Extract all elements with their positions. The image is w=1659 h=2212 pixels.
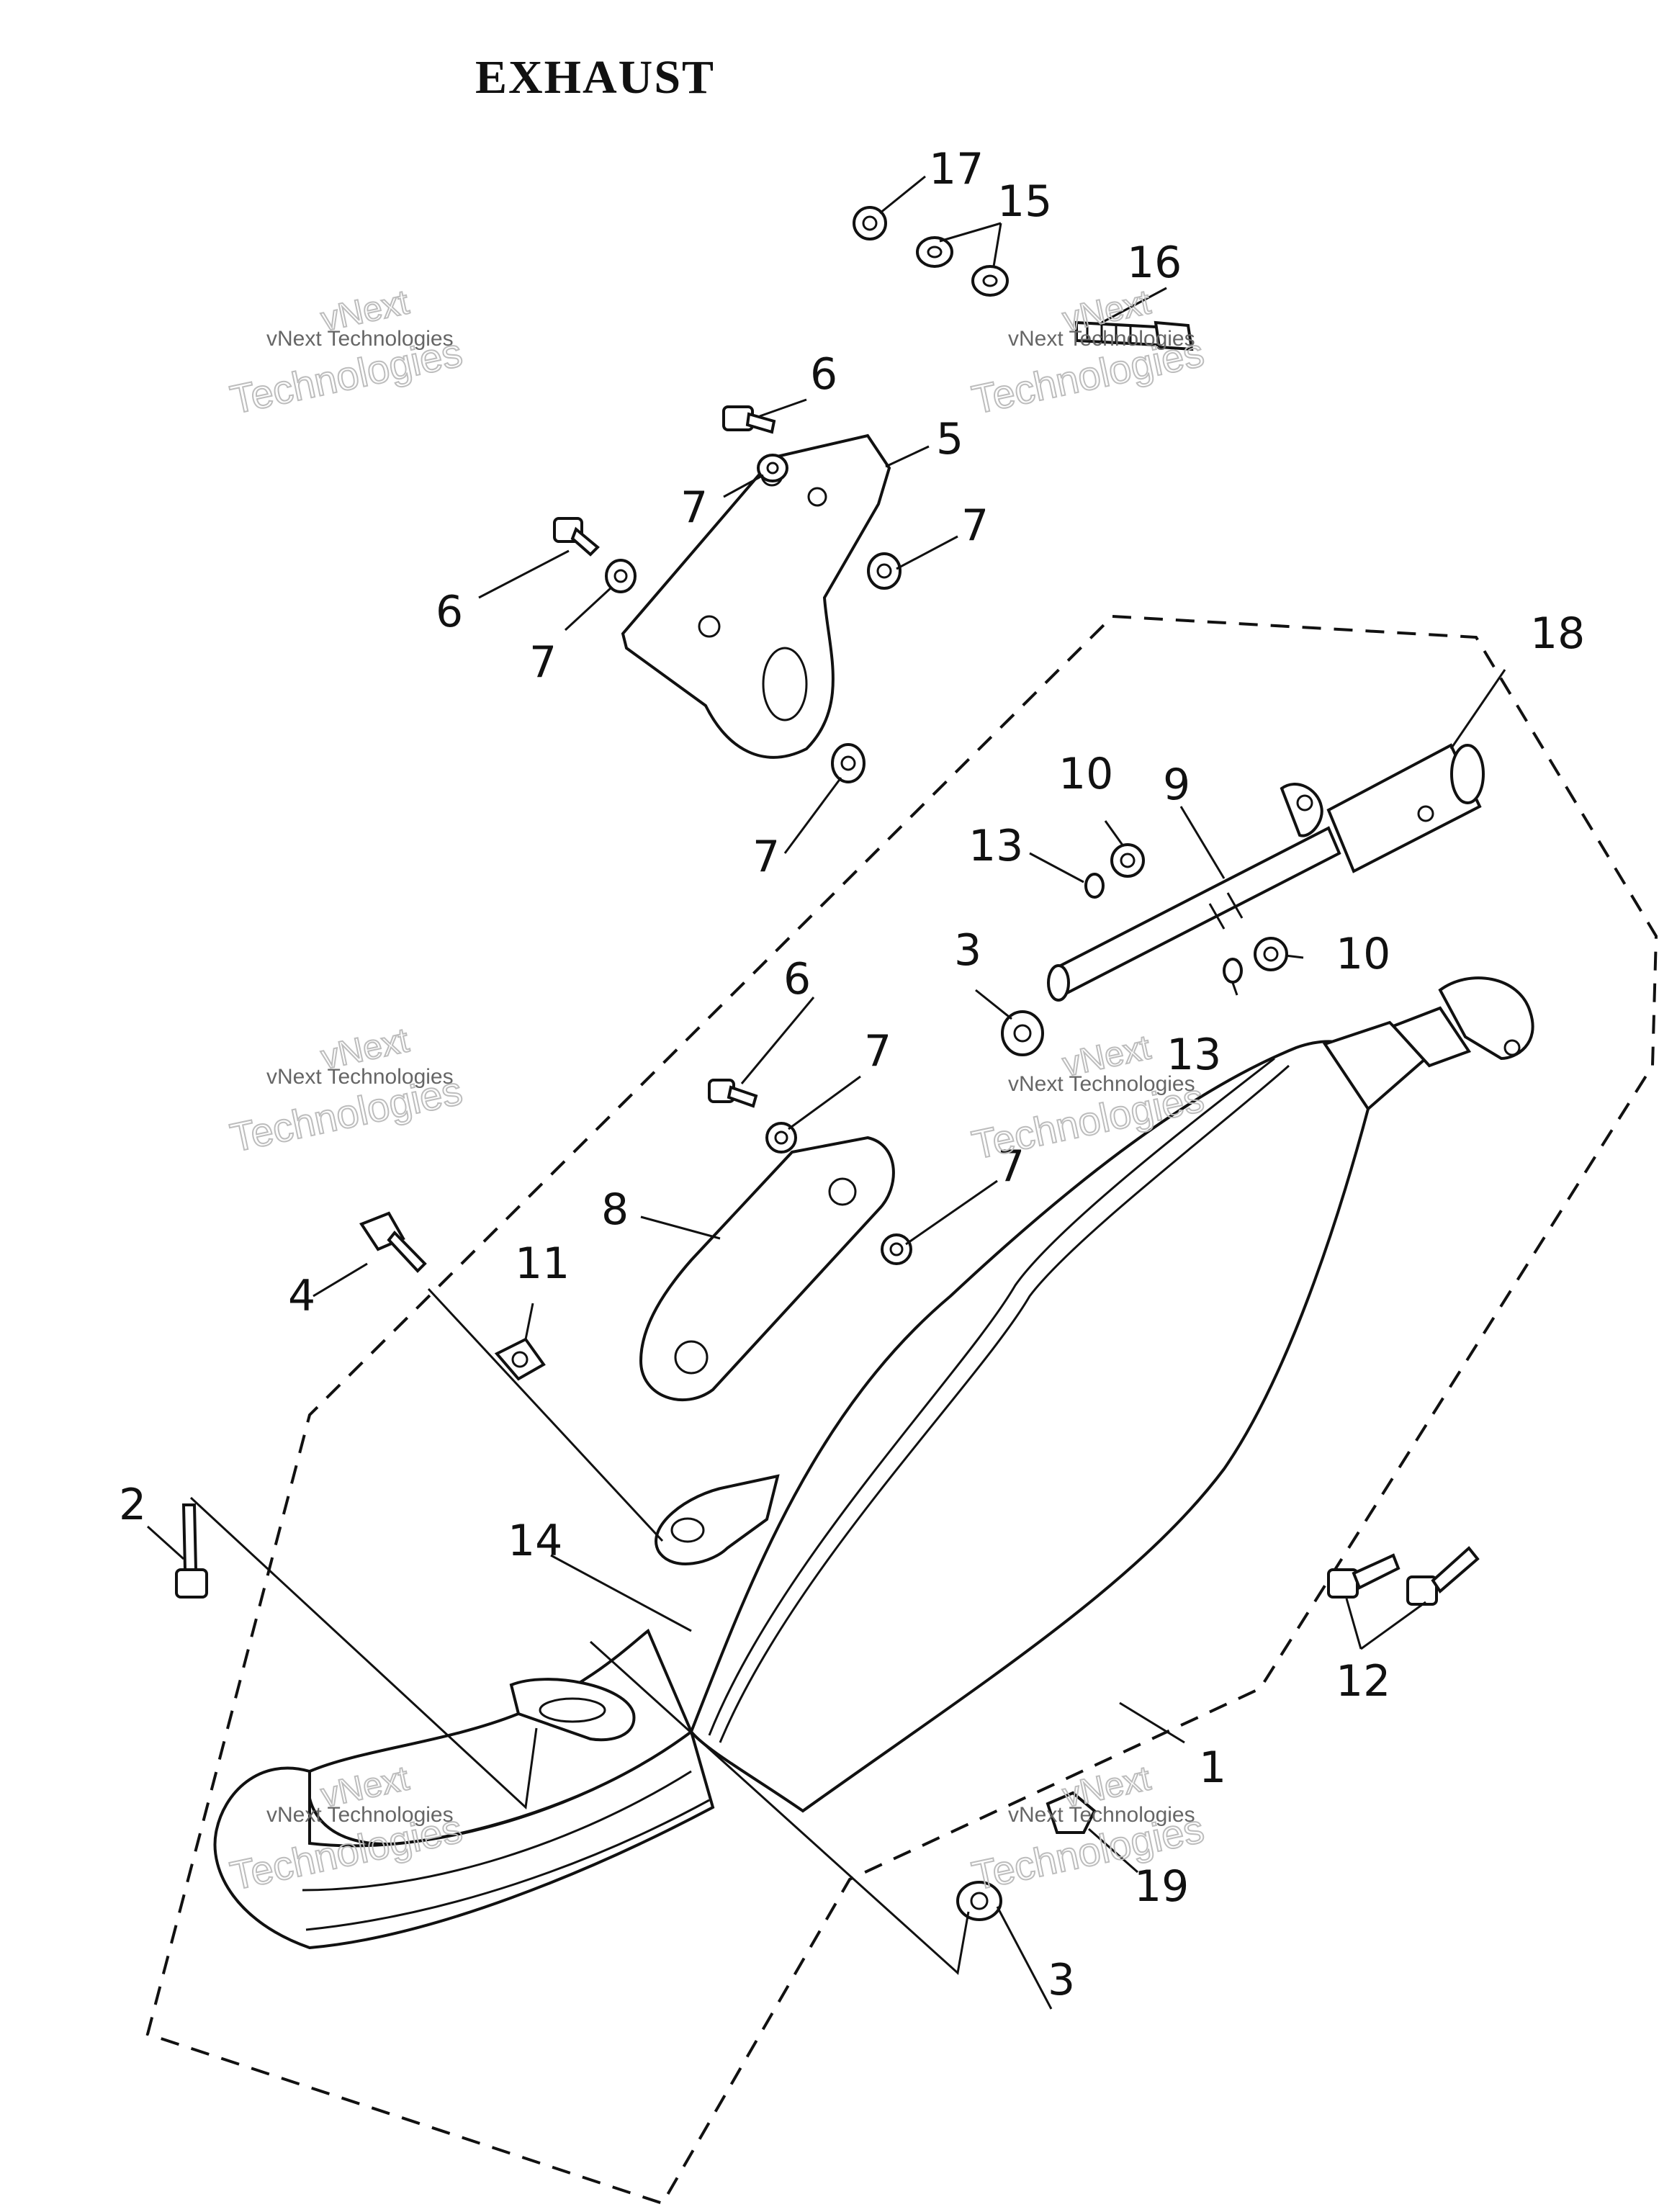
callout-18: 18 [1530,608,1585,659]
svg-text:vNext Technologies: vNext Technologies [1008,1072,1195,1096]
callout-8: 8 [601,1184,629,1235]
washer-7a [757,454,788,482]
washer-15a [916,236,953,268]
washer-3b [956,1881,1002,1921]
callout-10a: 10 [1058,749,1113,799]
callout-15: 15 [997,176,1052,227]
callout-17: 17 [929,144,984,194]
tail-pipe-9 [1047,783,1341,1002]
bracket-5 [621,433,891,759]
callout-6b: 6 [436,587,463,637]
strap-plate-8 [639,1136,895,1402]
callout-7c: 7 [961,500,989,551]
nut-19 [1046,1791,1097,1834]
callout-1: 1 [1199,1743,1226,1793]
washer-3a [1001,1010,1044,1056]
assembly-boundary [145,614,1658,2206]
washer-13a [1084,873,1105,899]
washer-7e [765,1122,797,1154]
bolt-6b [553,517,600,557]
callout-14: 14 [508,1516,562,1566]
callout-6a: 6 [810,349,837,400]
callout-7d: 7 [752,832,780,882]
watermark-2: vNext Technologies vNext Technologies [967,282,1208,423]
callout-3b: 3 [1048,1955,1075,2005]
callout-19: 19 [1134,1861,1189,1912]
diagram-title: EXHAUST [475,51,716,104]
callout-16: 16 [1127,238,1182,288]
callout-12: 12 [1336,1656,1390,1707]
svg-text:vNext Technologies: vNext Technologies [266,1803,454,1827]
callout-3a: 3 [954,925,981,976]
callout-7a: 7 [680,482,708,533]
watermark-1: vNext Technologies vNext Technologies [225,282,467,423]
washer-7b [605,559,637,593]
svg-text:vNext Technologies: vNext Technologies [266,1065,454,1089]
washer-13b [1223,958,1243,984]
callout-13b: 13 [1166,1030,1221,1080]
washer-7c [867,552,902,590]
callout-6c: 6 [783,954,811,1004]
callout-2: 2 [119,1480,146,1530]
grommet-11 [494,1337,546,1381]
screw-4 [359,1211,427,1273]
svg-text:vNext Technologies: vNext Technologies [266,327,454,351]
watermark-3: vNext Technologies vNext Technologies [225,1020,467,1161]
bolt-12a [1327,1553,1401,1599]
callout-7b: 7 [529,637,557,688]
callout-11: 11 [515,1238,570,1289]
svg-text:vNext Technologies: vNext Technologies [1008,327,1195,351]
callout-labels: 17 15 16 6 5 7 7 6 7 7 18 10 9 13 3 10 1… [119,144,1585,2005]
callout-7f: 7 [997,1141,1025,1192]
callout-9: 9 [1163,760,1190,810]
tail-tip-18 [1326,743,1485,873]
nut-10b [1254,937,1288,971]
callout-7e: 7 [864,1026,891,1076]
muffler-body [213,976,1534,1950]
svg-text:vNext Technologies: vNext Technologies [1008,1803,1195,1827]
washer-7f [881,1233,912,1265]
washer-7d [831,743,866,783]
callout-5: 5 [936,414,963,464]
nut-10a [1110,843,1145,878]
bolt-6a [722,405,776,434]
callout-10b: 10 [1336,929,1390,979]
leader-lines [146,175,1506,2010]
callout-4: 4 [288,1271,315,1321]
washer-15b [971,265,1009,297]
bolt-6c [708,1079,758,1108]
nut-17 [853,206,887,240]
bolt-2 [175,1503,208,1599]
callout-13a: 13 [968,821,1023,871]
bolt-12b [1406,1546,1480,1606]
stud-16 [1075,320,1194,351]
